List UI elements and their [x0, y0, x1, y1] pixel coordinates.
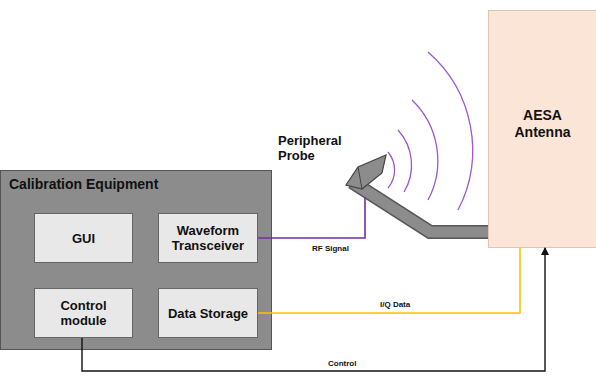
signal-label: RF Signal	[312, 244, 349, 253]
node-label: GUI	[72, 231, 95, 246]
node-label: AESA Antenna	[489, 107, 596, 141]
signal-label: Control	[328, 359, 356, 368]
node-label: Control module	[40, 298, 127, 328]
node-label: Peripheral Probe	[278, 133, 352, 163]
probe-node: Peripheral Probe	[278, 133, 388, 197]
radio-waves	[388, 52, 473, 210]
equipment-housing: Calibration EquipmentGUI Waveform Transce…	[0, 170, 272, 350]
module-box: GUI	[34, 213, 133, 263]
node-label: Waveform Transceiver	[164, 223, 252, 253]
probe-arm	[352, 182, 490, 232]
iq-data-line	[258, 248, 520, 313]
module-box: Data Storage	[158, 288, 258, 338]
node-label: Data Storage	[168, 306, 248, 321]
rf-signal-line	[258, 197, 365, 238]
node-label: Calibration Equipment	[9, 176, 158, 192]
module-box: Control module	[34, 288, 133, 338]
module-box: Waveform Transceiver	[158, 213, 258, 263]
antenna-panel: AESA Antenna	[488, 10, 596, 248]
signal-label: I/Q Data	[380, 300, 410, 309]
